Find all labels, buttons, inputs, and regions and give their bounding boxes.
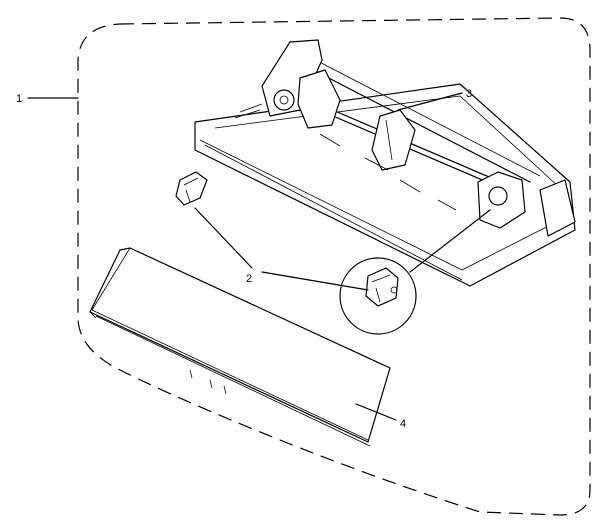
callout-3: 3 (466, 88, 472, 100)
callout-4: 4 (400, 418, 406, 430)
assembly-boundary (77, 17, 591, 516)
tractor-unit (194, 39, 576, 287)
leader-4 (355, 403, 397, 421)
leader-detail (409, 209, 491, 273)
paper-shelf (89, 247, 391, 447)
callout-1: 1 (16, 93, 22, 105)
leader-2a (194, 207, 253, 269)
clip-part (175, 171, 208, 206)
leader-2b (261, 271, 369, 291)
leader-3 (397, 92, 463, 111)
callout-2: 2 (246, 273, 252, 285)
detail-circle (339, 257, 417, 335)
